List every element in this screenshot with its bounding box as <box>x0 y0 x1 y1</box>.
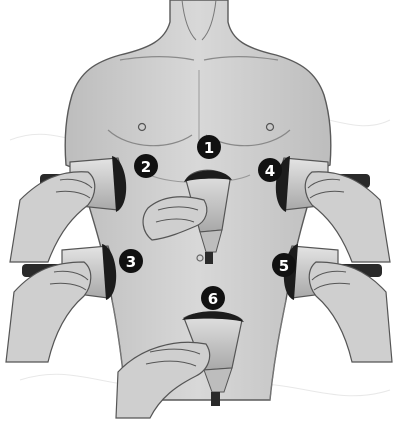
marker-5-label: 5 <box>279 257 289 275</box>
marker-5: 5 <box>272 253 296 277</box>
right-lower-hand <box>6 262 91 362</box>
marker-1: 1 <box>197 135 221 159</box>
left-lower-hand <box>309 262 392 362</box>
marker-6-label: 6 <box>208 290 218 308</box>
marker-3: 3 <box>119 249 143 273</box>
marker-2: 2 <box>134 154 158 178</box>
marker-6: 6 <box>201 286 225 310</box>
marker-3-label: 3 <box>126 253 136 271</box>
marker-4: 4 <box>258 158 282 182</box>
marker-4-label: 4 <box>265 162 275 180</box>
marker-1-label: 1 <box>204 139 214 157</box>
marker-2-label: 2 <box>141 158 151 176</box>
